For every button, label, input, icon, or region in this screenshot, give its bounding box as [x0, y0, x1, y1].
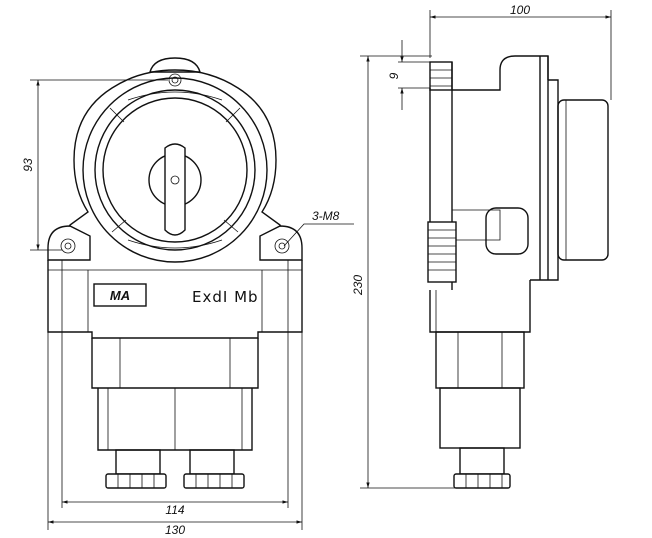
- dimension-side-height: 230: [351, 55, 456, 489]
- dim-label-230: 230: [351, 275, 365, 296]
- logo-mark: MA: [110, 288, 130, 303]
- dimension-bottom-outer: 130: [47, 332, 303, 537]
- dim-label-93: 93: [21, 158, 35, 172]
- dim-label-3m8: 3-M8: [312, 209, 340, 223]
- dim-label-9: 9: [387, 72, 401, 79]
- dim-label-114: 114: [165, 503, 184, 517]
- dim-label-130: 130: [165, 523, 185, 537]
- ex-marking: ExdI Mb: [192, 288, 259, 306]
- dim-label-100: 100: [510, 3, 530, 17]
- dimension-bottom-inner: 114: [61, 260, 289, 517]
- dimension-front-height: 93: [21, 79, 168, 251]
- side-view: [427, 55, 609, 489]
- dimension-top-width: 100: [429, 3, 612, 100]
- dimension-side-small: 9: [387, 40, 430, 110]
- front-view: MA ExdI Mb: [47, 57, 303, 489]
- bolt-callout: 3-M8: [283, 209, 354, 247]
